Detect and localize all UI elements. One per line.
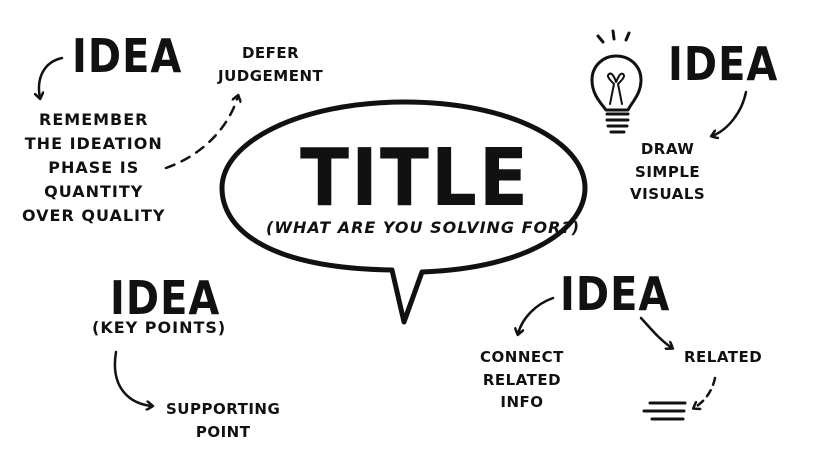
page-subtitle: (WHAT ARE YOU SOLVING FOR?) bbox=[266, 218, 581, 237]
note-connect-related-info: CONNECT RELATED INFO bbox=[480, 348, 564, 411]
note-defer-judgement: DEFER JUDGEMENT bbox=[218, 44, 324, 85]
note-remember-quantity: REMEMBER THE IDEATION PHASE IS QUANTITY … bbox=[22, 110, 166, 225]
dashed-arrow-related-lines bbox=[694, 376, 717, 408]
note-draw-simple-visuals: DRAW SIMPLE VISUALS bbox=[630, 140, 706, 203]
note-key-points: (KEY POINTS) bbox=[92, 318, 227, 337]
idea-heading-top-right: IDEA bbox=[668, 38, 779, 92]
speech-bubble bbox=[219, 99, 588, 325]
arrow-idea-to-draw bbox=[712, 90, 748, 136]
arrow-idea-to-remember bbox=[39, 56, 64, 98]
idea-heading-top-left: IDEA bbox=[72, 30, 183, 84]
arrow-idea-to-connect bbox=[518, 296, 555, 334]
note-supporting-point: SUPPORTING POINT bbox=[166, 400, 281, 441]
note-related: RELATED bbox=[684, 348, 763, 366]
arrow-idea-to-related bbox=[639, 316, 672, 348]
lightbulb-icon bbox=[590, 29, 643, 134]
dashed-arrow-defer-judgement bbox=[164, 96, 238, 170]
placeholder-lines bbox=[642, 401, 687, 421]
idea-heading-bottom-left: IDEA bbox=[110, 272, 221, 326]
arrow-keypoints-to-supporting bbox=[113, 350, 152, 406]
idea-heading-bottom-right: IDEA bbox=[560, 268, 671, 322]
page-title: TITLE bbox=[300, 131, 531, 224]
